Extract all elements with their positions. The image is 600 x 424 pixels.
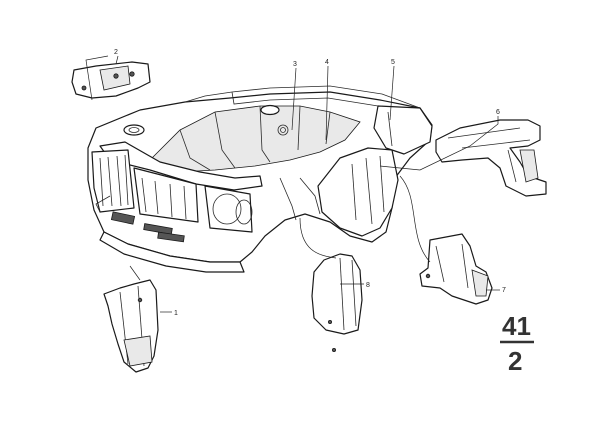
group-number-top: 41 [502,311,531,341]
bracket-part-1 [103,279,159,373]
leader-lines [85,55,500,313]
callout-8: 8 [366,282,370,289]
shield-part-8 [311,253,363,352]
callout-2: 2 [114,49,118,56]
callout-6: 6 [496,109,500,116]
callout-4: 4 [325,59,329,66]
front-body-shell [87,85,433,273]
callout-5: 5 [391,59,395,66]
callout-3: 3 [293,61,297,68]
callout-1: 1 [174,310,178,317]
group-number-bottom: 2 [508,346,522,376]
sill-extension-part-6 [435,119,547,197]
group-number: 41 2 [500,311,534,376]
callout-7: 7 [502,287,506,294]
side-bracket-part-7 [419,233,493,305]
bracket-part-2 [71,61,151,99]
